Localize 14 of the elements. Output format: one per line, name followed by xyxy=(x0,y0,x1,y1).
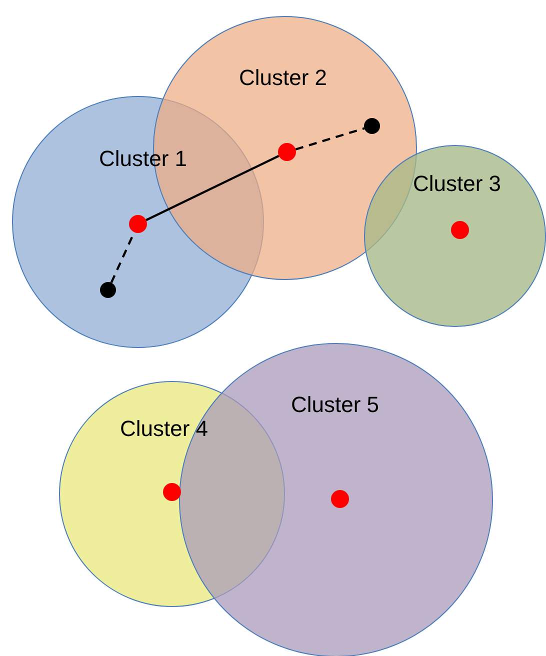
cluster-label: Cluster 3 xyxy=(412,171,502,197)
connector-line xyxy=(295,127,365,150)
centroid-marker xyxy=(128,214,147,233)
cluster-label: Cluster 4 xyxy=(120,416,208,442)
connector-line xyxy=(146,154,280,222)
cluster-label: Cluster 2 xyxy=(238,65,328,91)
point-marker xyxy=(364,118,380,134)
centroid-marker xyxy=(278,142,296,161)
cluster-label: Cluster 5 xyxy=(290,392,380,418)
cluster-label: Cluster 1 xyxy=(98,146,188,172)
centroid-marker xyxy=(330,490,349,508)
centroid-marker xyxy=(162,482,181,501)
point-marker xyxy=(100,282,116,298)
centroid-marker xyxy=(450,220,469,239)
